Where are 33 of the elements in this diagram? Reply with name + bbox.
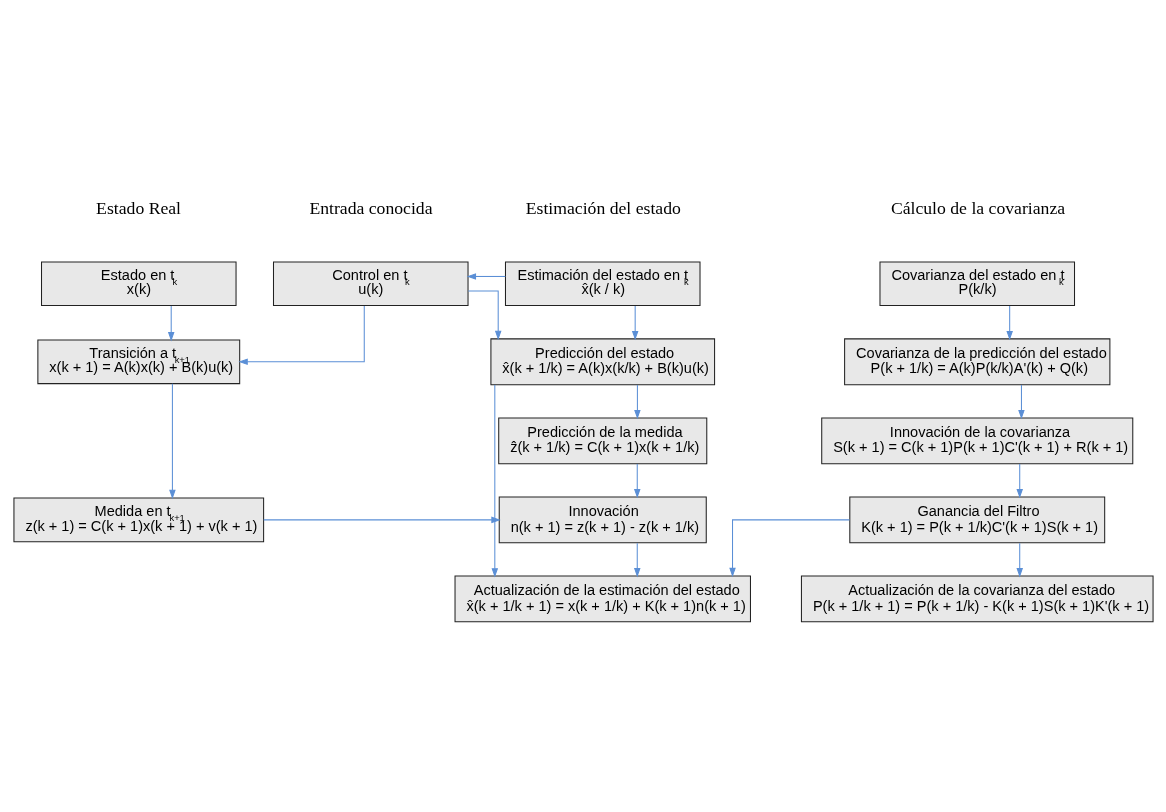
- node-box: Actualización de la covarianza del estado P(k + 1/k + 1) = P(k + 1/k) - K(k + 1)S(k + 1)K'(k + 1): [800, 575, 1154, 622]
- arrow: [633, 542, 641, 577]
- label: Estimación del estado: [525, 197, 681, 218]
- label: Cálculo de la covarianza: [890, 197, 1065, 218]
- arrow: [631, 304, 638, 340]
- node-box: Actualización de la estimación del estado x̂(k + 1/k + 1) = x(k + 1/k) + K(k + 1)n(k + 1): [454, 575, 751, 622]
- arrow: [728, 518, 850, 577]
- node-box: Estado en t$_{k}$ x(k): [40, 260, 237, 306]
- node-box: Ganancia del Filtro K(k + 1) = P(k + 1/k)C'(k + 1)S(k + 1): [848, 496, 1105, 543]
- arrow: [467, 290, 501, 340]
- arrow: [262, 516, 501, 523]
- arrow: [168, 382, 176, 499]
- arrow: [633, 463, 641, 498]
- node-box: Predicción del estado x̂(k + 1/k) = A(k)x(k/k) + B(k)u(k): [489, 337, 715, 385]
- node-box: Innovación n(k + 1) = z(k + 1) - z(k + 1/k): [498, 496, 707, 543]
- arrow: [1015, 463, 1023, 498]
- arrow: [466, 272, 506, 280]
- node-box: Transición a t$_{k+1}$ x(k + 1) = A(k)x(k) + B(k)u(k): [36, 338, 240, 384]
- arrow: [1015, 542, 1023, 577]
- arrow: [1017, 384, 1025, 419]
- node-box: Medida en t$_{k+1}$ z(k + 1) = C(k + 1)x(k + 1) + v(k + 1): [12, 497, 264, 542]
- arrow: [1005, 304, 1013, 340]
- arrow: [237, 304, 365, 365]
- arrow: [633, 384, 641, 419]
- node-box: Predicción de la medida ẑ(k + 1/k) = C(k + 1)x(k + 1/k): [497, 416, 707, 464]
- label: Estado Real: [95, 197, 181, 218]
- node-box: Innovación de la covarianza S(k + 1) = C(k + 1)P(k + 1)C'(k + 1) + R(k + 1): [820, 416, 1133, 464]
- node-box: Estimación del estado en t$_{k}$ x̂(k / k): [504, 260, 701, 306]
- arrow: [491, 383, 498, 578]
- node-box: Control en t$_{k}$ u(k): [272, 260, 469, 306]
- arrow: [167, 304, 174, 341]
- label: Entrada conocida: [308, 197, 433, 218]
- node-box: Covarianza de la predicción del estado P(k + 1/k) = A(k)P(k/k)A'(k) + Q(k): [843, 337, 1110, 385]
